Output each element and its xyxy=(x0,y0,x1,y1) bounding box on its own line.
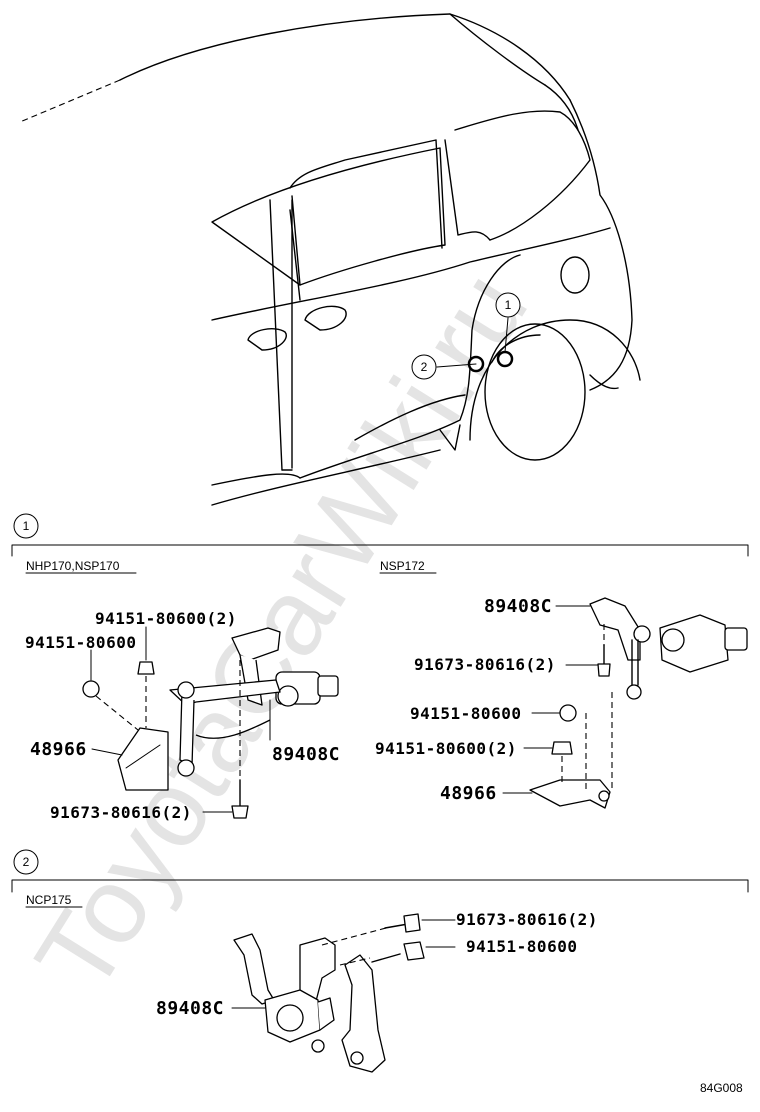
left-label-bolt: 91673-80616(2) xyxy=(50,803,192,822)
left-sensor-assembly xyxy=(82,627,339,819)
overview-callout-2: 2 xyxy=(421,360,428,374)
right-label-bolt: 91673-80616(2) xyxy=(414,655,556,674)
right-label-sensor: 89408C xyxy=(484,596,552,617)
section-1: 1 NHP170,NSP170 xyxy=(11,513,749,822)
right-label-nut-qty: 94151-80600(2) xyxy=(375,739,517,758)
section-2-number: 2 xyxy=(23,855,30,869)
figure-code: 84G008 xyxy=(700,1081,743,1095)
right-label-nut: 94151-80600 xyxy=(410,704,521,723)
ncp175-label-nut: 94151-80600 xyxy=(466,937,577,956)
ncp175-label-sensor: 89408C xyxy=(156,998,224,1019)
vehicle-overview: 1 2 xyxy=(19,13,641,506)
left-label-sensor: 89408C xyxy=(272,744,340,765)
section-1-bracket-line xyxy=(11,544,749,557)
section-1-left-model: NHP170,NSP170 xyxy=(26,559,120,573)
right-label-bracket: 48966 xyxy=(440,783,497,804)
ncp175-sensor-assembly xyxy=(233,913,425,1073)
ncp175-label-bolt: 91673-80616(2) xyxy=(456,910,598,929)
left-label-nut-qty: 94151-80600(2) xyxy=(95,609,237,628)
section-1-right-model: NSP172 xyxy=(380,559,425,573)
section-1-number: 1 xyxy=(23,519,30,533)
section-2-model: NCP175 xyxy=(26,893,72,907)
section-2-bracket-line xyxy=(11,879,749,893)
overview-callout-1: 1 xyxy=(505,298,512,312)
section-2: 2 NCP175 91673-80 xyxy=(11,849,749,1073)
right-sensor-assembly xyxy=(529,597,748,809)
left-label-nut: 94151-80600 xyxy=(25,633,136,652)
left-label-bracket: 48966 xyxy=(30,739,87,760)
